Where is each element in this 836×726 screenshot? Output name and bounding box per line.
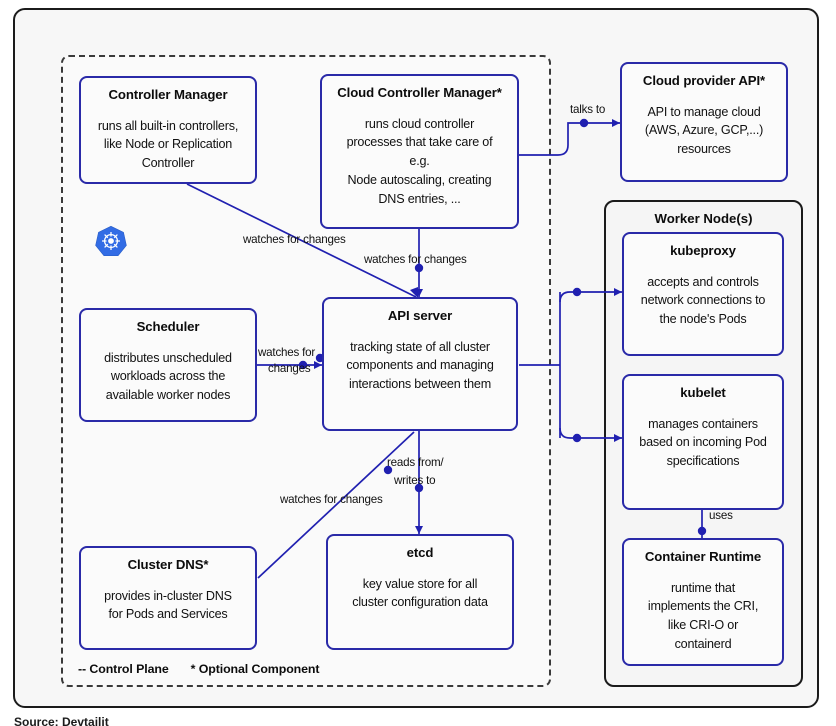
line: API to manage cloud: [647, 104, 761, 119]
node-cloud-controller-manager[interactable]: Cloud Controller Manager* runs cloud con…: [320, 74, 519, 229]
line: network connections to: [640, 293, 766, 308]
source-caption: Source: Devtailit: [14, 715, 109, 726]
legend: -- Control Plane * Optional Component: [78, 662, 320, 676]
api-server-title: API server: [387, 308, 453, 323]
line: specifications: [666, 454, 740, 469]
line: key value store for all: [362, 576, 478, 591]
legend-optional-component: * Optional Component: [190, 662, 320, 676]
line: like CRI-O or: [667, 618, 739, 633]
scheduler-desc: distributes unscheduled workloads across…: [96, 349, 240, 406]
line: (AWS, Azure, GCP,...): [644, 123, 764, 138]
line: runtime that: [670, 580, 736, 595]
line: implements the CRI,: [647, 599, 759, 614]
kubelet-title: kubelet: [680, 385, 726, 400]
node-controller-manager[interactable]: Controller Manager runs all built-in con…: [79, 76, 257, 184]
node-cluster-dns[interactable]: Cluster DNS* provides in-cluster DNS for…: [79, 546, 257, 650]
node-api-server[interactable]: API server tracking state of all cluster…: [322, 297, 518, 431]
line: Node autoscaling, creating: [347, 173, 492, 188]
worker-node-title: Worker Node(s): [654, 211, 753, 226]
node-kubeproxy[interactable]: kubeproxy accepts and controls network c…: [622, 232, 784, 356]
line: runs all built-in controllers,: [97, 118, 239, 133]
kubelet-desc: manages containers based on incoming Pod…: [631, 415, 774, 472]
container-runtime-desc: runtime that implements the CRI, like CR…: [640, 579, 766, 655]
cloud-provider-api-title: Cloud provider API*: [642, 73, 766, 88]
line: based on incoming Pod: [639, 435, 767, 450]
line: for Pods and Services: [108, 607, 228, 622]
line: the node's Pods: [659, 312, 747, 327]
kubernetes-logo-icon: [95, 225, 127, 257]
edge-label-scheduler-watches-line1: watches for: [258, 346, 316, 359]
line: processes that take care of: [346, 135, 493, 150]
line: DNS entries, ...: [378, 192, 461, 207]
line: provides in-cluster DNS: [104, 588, 232, 603]
controller-manager-title: Controller Manager: [108, 87, 228, 102]
controller-manager-desc: runs all built-in controllers, like Node…: [90, 117, 246, 174]
cloud-controller-manager-title: Cloud Controller Manager*: [337, 85, 502, 100]
legend-control-plane: -- Control Plane: [78, 662, 169, 676]
line: tracking state of all cluster: [350, 339, 490, 354]
etcd-desc: key value store for all cluster configur…: [344, 575, 496, 613]
line: containerd: [674, 637, 732, 652]
edge-label-etcd-reads-line2: writes to: [394, 474, 436, 487]
cloud-controller-manager-desc: runs cloud controller processes that tak…: [339, 115, 501, 209]
node-container-runtime[interactable]: Container Runtime runtime that implement…: [622, 538, 784, 666]
edge-label-scheduler-watches-line2: changes: [268, 362, 311, 375]
line: available worker nodes: [105, 388, 231, 403]
line: manages containers: [648, 416, 758, 431]
edge-label-clusterdns-watches: watches for changes: [280, 493, 383, 506]
line: like Node or Replication: [103, 137, 233, 152]
node-etcd[interactable]: etcd key value store for all cluster con…: [326, 534, 514, 650]
node-scheduler[interactable]: Scheduler distributes unscheduled worklo…: [79, 308, 257, 422]
cluster-dns-title: Cluster DNS*: [127, 557, 209, 572]
node-cloud-provider-api[interactable]: Cloud provider API* API to manage cloud …: [620, 62, 788, 182]
line: workloads across the: [110, 369, 226, 384]
edge-label-talks-to: talks to: [570, 103, 606, 116]
line: runs cloud controller: [364, 116, 475, 131]
cluster-dns-desc: provides in-cluster DNS for Pods and Ser…: [96, 587, 240, 625]
edge-label-cm-watches: watches for changes: [243, 233, 346, 246]
line: e.g.: [409, 154, 430, 169]
cloud-provider-api-desc: API to manage cloud (AWS, Azure, GCP,...…: [637, 103, 771, 160]
node-kubelet[interactable]: kubelet manages containers based on inco…: [622, 374, 784, 510]
line: components and managing: [346, 358, 494, 373]
line: Controller: [141, 156, 195, 171]
edge-label-etcd-reads-line1: reads from/: [387, 456, 444, 469]
line: cluster configuration data: [352, 595, 488, 610]
api-server-desc: tracking state of all cluster components…: [338, 338, 501, 395]
scheduler-title: Scheduler: [136, 319, 200, 334]
edge-label-uses: uses: [709, 509, 733, 522]
line: distributes unscheduled: [104, 350, 232, 365]
container-runtime-title: Container Runtime: [644, 549, 762, 564]
line: interactions between them: [348, 377, 491, 392]
kubeproxy-title: kubeproxy: [670, 243, 736, 258]
kubeproxy-desc: accepts and controls network connections…: [633, 273, 773, 330]
edge-label-ccm-watches: watches for changes: [364, 253, 467, 266]
etcd-title: etcd: [406, 545, 434, 560]
line: accepts and controls: [647, 274, 759, 289]
line: resources: [677, 142, 731, 157]
